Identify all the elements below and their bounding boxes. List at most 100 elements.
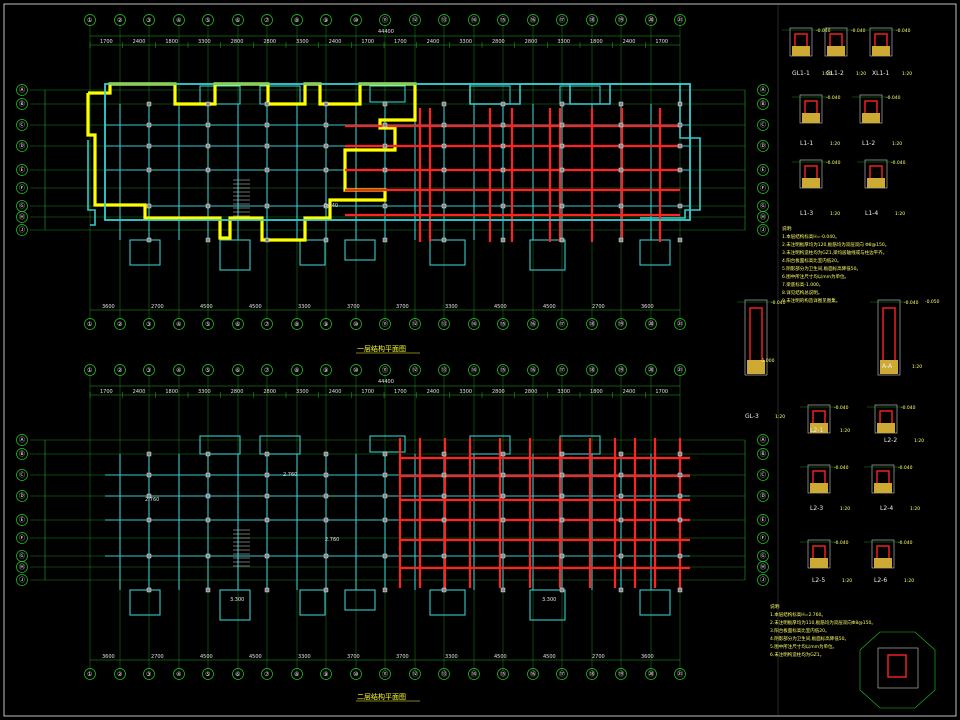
axis-label-top: ⑦	[264, 367, 270, 374]
row-bubble-right	[757, 532, 769, 544]
axis-label-bottom: ⑩	[353, 321, 358, 328]
structural-column	[559, 167, 565, 173]
axis-label-top: ⑤	[205, 17, 210, 24]
dimension-text-bottom: 3600	[102, 654, 115, 660]
structural-column	[559, 587, 565, 593]
axis-bubble-top	[291, 364, 303, 376]
axis-label-top: ⑰	[559, 366, 565, 374]
axis-label-top: ④	[176, 367, 181, 374]
balcony-slab	[529, 239, 566, 271]
section-outline	[877, 299, 901, 376]
note-line: 2.未注明板厚均为120,板筋均为双层双向 Φ8@150。	[782, 241, 889, 248]
outline-wall-left	[87, 140, 96, 226]
section-label: L1-4	[865, 210, 878, 217]
axis-bubble-bottom	[143, 668, 155, 680]
row-bubble-left	[16, 140, 28, 152]
row-label-right: Ⓒ	[760, 471, 766, 479]
dimension-text-top: 2800	[263, 39, 276, 45]
axis-bubble-bottom	[114, 668, 126, 680]
axis-bubble-top	[556, 14, 568, 26]
row-label-left: Ⓗ	[19, 213, 25, 221]
section-label: L2-6	[874, 577, 887, 584]
axis-label-top: ⑳	[648, 366, 654, 374]
axis-label-bottom: ⑮	[500, 670, 506, 678]
row-bubble-left	[16, 211, 28, 223]
axis-label-bottom: ⑯	[530, 670, 536, 678]
section-scale: 1:20	[775, 414, 785, 420]
dimension-text-top: 1800	[165, 389, 178, 395]
structural-column	[677, 472, 683, 478]
axis-bubble-top	[615, 364, 627, 376]
dimension-text-bottom: 3600	[102, 304, 115, 310]
axis-label-top: ②	[117, 367, 123, 374]
axis-label-bottom: ③	[146, 671, 151, 678]
section-base	[874, 483, 892, 493]
balcony-slab	[299, 239, 326, 266]
note-line: 2.未注明板厚均为110,板筋均为双层双向Φ8@150。	[770, 619, 876, 626]
axis-label-top: ③	[146, 367, 151, 374]
section-base	[880, 360, 898, 374]
notes-first-floor: 说明:1.本层结构标高H=-0.040。2.未注明板厚均为120,板筋均为双层双…	[782, 225, 889, 304]
row-label-left: Ⓐ	[19, 86, 25, 94]
structural-column	[500, 451, 506, 457]
section-elevation: -0.040	[896, 28, 911, 34]
structural-column	[618, 167, 624, 173]
axis-bubble-bottom	[556, 668, 568, 680]
axis-bubble-top	[350, 364, 362, 376]
dimension-text-bottom: 3700	[347, 304, 360, 310]
section-label: GL1-1	[792, 70, 810, 77]
overall-dimension: 44400	[378, 379, 394, 385]
structural-column	[441, 203, 447, 209]
dimension-text-top: 3300	[198, 39, 211, 45]
structural-column	[500, 203, 506, 209]
axis-bubble-top	[556, 364, 568, 376]
structural-column	[618, 493, 624, 499]
structural-column	[559, 237, 565, 243]
structural-column	[441, 167, 447, 173]
structural-column	[559, 493, 565, 499]
axis-bubble-top	[261, 14, 273, 26]
structural-column	[146, 587, 152, 593]
axis-label-bottom: ⑬	[441, 670, 447, 678]
dimension-text-top: 3300	[459, 389, 472, 395]
balcony-slab	[344, 239, 376, 261]
dimension-text-top: 1700	[100, 39, 113, 45]
dimension-text-bottom: 3700	[347, 654, 360, 660]
row-label-left: Ⓐ	[19, 436, 25, 444]
axis-label-bottom: ⑰	[559, 670, 565, 678]
detail-callout-circle	[859, 631, 936, 709]
dimension-text-top: 1700	[655, 39, 668, 45]
axis-label-bottom: ⑧	[294, 321, 299, 328]
section-label: GL1-2	[826, 70, 844, 77]
structural-column	[382, 167, 388, 173]
axis-label-bottom: ⑨	[323, 321, 328, 328]
section-base	[792, 46, 810, 56]
row-bubble-left	[16, 434, 28, 446]
structural-column	[264, 553, 270, 559]
note-line: 8.详见结构总说明。	[782, 289, 822, 296]
row-label-right: Ⓙ	[760, 576, 766, 584]
axis-bubble-bottom	[615, 318, 627, 330]
structural-column	[205, 553, 211, 559]
axis-bubble-top	[291, 14, 303, 26]
balcony-slab	[344, 589, 376, 611]
axis-bubble-bottom	[674, 318, 686, 330]
structural-column	[618, 143, 624, 149]
structural-column	[500, 493, 506, 499]
axis-label-bottom: ①	[87, 321, 92, 328]
row-bubble-left	[16, 514, 28, 526]
axis-bubble-top	[409, 14, 421, 26]
axis-bubble-top	[173, 14, 185, 26]
structural-column	[323, 587, 329, 593]
axis-bubble-bottom	[202, 668, 214, 680]
axis-label-top: ⑥	[235, 17, 240, 24]
axis-bubble-top	[173, 364, 185, 376]
axis-label-top: ㉑	[677, 16, 683, 24]
dimension-text-top: 1700	[394, 389, 407, 395]
section-label: GL-3	[745, 413, 759, 420]
row-label-right: Ⓙ	[760, 226, 766, 234]
